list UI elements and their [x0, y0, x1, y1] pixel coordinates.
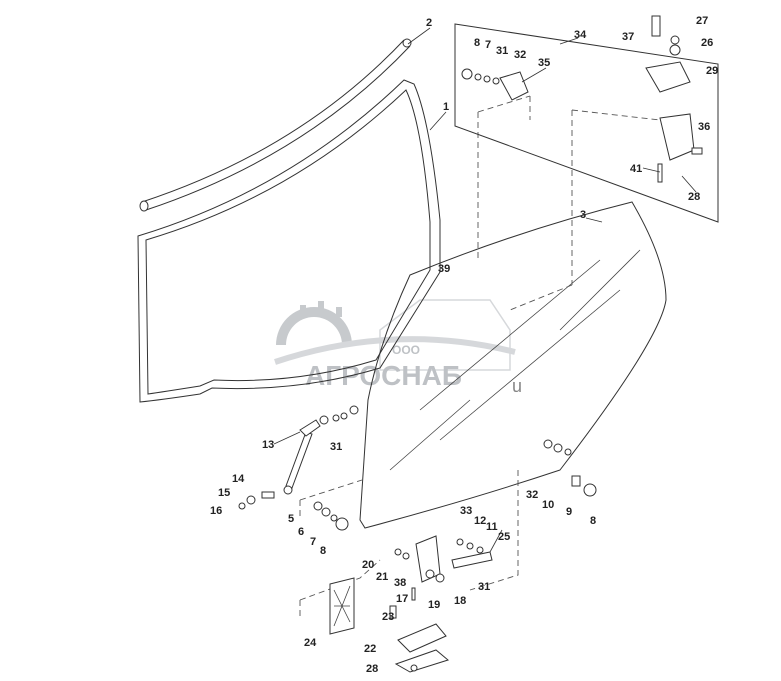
callout-c2: 2 — [426, 17, 432, 29]
watermark-gear-tooth — [336, 307, 342, 317]
callout-c10: 10 — [542, 499, 554, 511]
callout-c33: 33 — [460, 505, 472, 517]
callout-c9: 9 — [566, 506, 572, 518]
callout-c7a: 7 — [485, 39, 491, 51]
window-gasket — [137, 79, 441, 403]
callout-c32a: 32 — [514, 49, 526, 61]
latch-assembly — [389, 535, 493, 673]
callout-c26: 26 — [701, 37, 713, 49]
watermark-swoosh — [274, 336, 516, 365]
callout-c36: 36 — [698, 121, 710, 133]
callout-c35: 35 — [538, 57, 550, 69]
callout-c31a: 31 — [496, 45, 508, 57]
callout-c39: 39 — [438, 263, 450, 275]
callout-c32b: 32 — [526, 489, 538, 501]
callout-c28a: 28 — [688, 191, 700, 203]
leader-lines — [299, 95, 661, 620]
callout-c8c: 8 — [590, 515, 596, 527]
callout-c13: 13 — [262, 439, 274, 451]
watermark-prefix: ООО — [392, 343, 420, 357]
reflector-plate — [329, 577, 355, 635]
watermark-brand: АГРОСНАБ — [305, 360, 462, 391]
callout-c1: 1 — [443, 101, 449, 113]
callout-c25: 25 — [498, 531, 510, 543]
callout-c20: 20 — [362, 559, 374, 571]
callout-c38: 38 — [394, 577, 406, 589]
callout-c29: 29 — [706, 65, 718, 77]
watermark-suffix: u — [512, 376, 522, 396]
callout-c3: 3 — [580, 209, 586, 221]
watermark-gear-tooth — [318, 301, 324, 311]
callout-c17: 17 — [396, 593, 408, 605]
callout-c5: 5 — [288, 513, 294, 525]
watermark-gear-tooth — [300, 305, 306, 315]
callout-c27: 27 — [696, 15, 708, 27]
callout-c37: 37 — [622, 31, 634, 43]
callout-c24: 24 — [304, 637, 317, 649]
callout-c28b: 28 — [366, 663, 378, 675]
callout-c8a: 8 — [474, 37, 480, 49]
callout-c41: 41 — [630, 163, 642, 175]
gas-strut — [238, 405, 359, 531]
right-fasteners — [543, 439, 597, 497]
callout-c19: 19 — [428, 599, 440, 611]
callout-c34: 34 — [574, 29, 587, 41]
callout-labels: 2 1 34 8 7 31 32 35 37 27 26 29 36 41 28… — [210, 15, 718, 675]
callout-c22: 22 — [364, 643, 376, 655]
hinge-detail-box — [454, 15, 719, 223]
watermark: ООО АГРОСНАБ u — [274, 299, 522, 396]
callout-c31c: 31 — [478, 581, 490, 593]
callout-c14: 14 — [232, 473, 245, 485]
callout-c11: 11 — [486, 521, 498, 533]
callout-c21: 21 — [376, 571, 388, 583]
rear-glass-pane — [359, 201, 667, 529]
callout-c31b: 31 — [330, 441, 342, 453]
seal-strip — [139, 38, 412, 212]
callout-lines — [273, 27, 697, 553]
callout-c23: 23 — [382, 611, 394, 623]
callout-c6: 6 — [298, 526, 304, 538]
callout-c8b: 8 — [320, 545, 326, 557]
callout-c7b: 7 — [310, 536, 316, 548]
watermark-gear-icon — [276, 307, 352, 345]
callout-c12: 12 — [474, 515, 486, 527]
callout-c15: 15 — [218, 487, 230, 499]
callout-c18: 18 — [454, 595, 466, 607]
watermark-harvester-icon — [379, 299, 511, 371]
callout-c16: 16 — [210, 505, 222, 517]
